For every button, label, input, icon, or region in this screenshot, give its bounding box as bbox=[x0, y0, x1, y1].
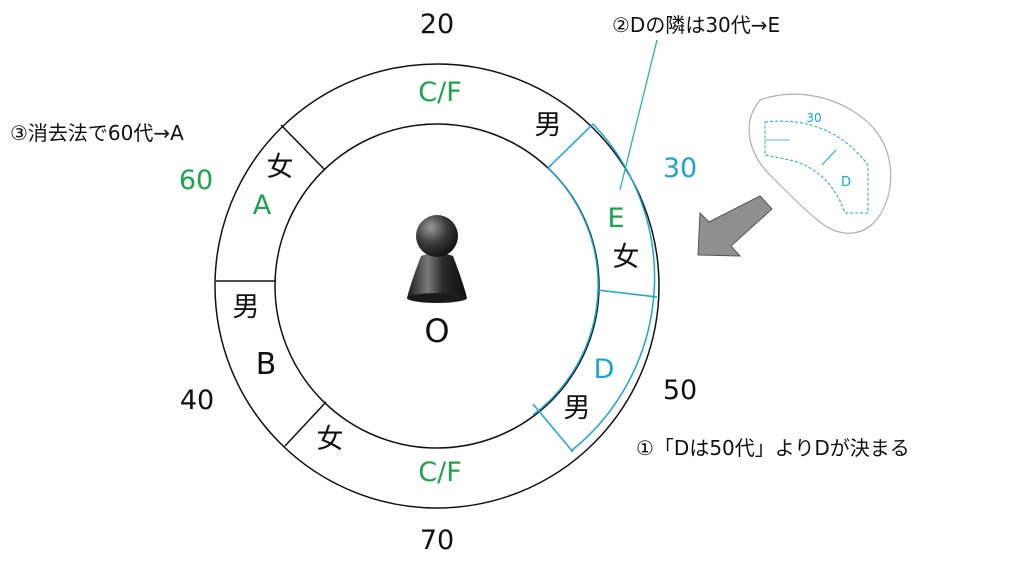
age-label-right: 50 bbox=[663, 375, 697, 406]
gray-arrow-icon bbox=[697, 195, 773, 257]
divider-bottom-left bbox=[284, 401, 327, 447]
age-label-top-right: 30 bbox=[663, 153, 697, 184]
seat-d-letter: D bbox=[594, 354, 615, 385]
seat-a-letter: A bbox=[253, 190, 272, 221]
divider-bottom-right bbox=[532, 403, 574, 453]
age-label-top: 20 bbox=[420, 9, 454, 40]
outer-ring bbox=[214, 63, 660, 509]
seat-e-gender: 女 bbox=[613, 242, 640, 273]
note-1: ①「Dは50代」よりDが決まる bbox=[636, 436, 910, 460]
center-label: O bbox=[424, 312, 449, 350]
inner-ring bbox=[274, 123, 600, 449]
seat-bottom-left-gender: 女 bbox=[317, 424, 344, 455]
seat-d-gender: 男 bbox=[564, 393, 591, 424]
note2-pointer-line bbox=[619, 39, 658, 191]
seat-b-letter: B bbox=[256, 347, 277, 382]
inset-letter: D bbox=[841, 175, 851, 190]
seat-e-letter: E bbox=[607, 203, 624, 234]
inset-number: 30 bbox=[806, 111, 821, 125]
age-label-top-left: 60 bbox=[179, 165, 213, 196]
seat-a-gender: 女 bbox=[267, 152, 294, 183]
seat-top-right-gender: 男 bbox=[535, 110, 562, 141]
inset-shape bbox=[748, 93, 892, 234]
divider-top-left bbox=[280, 124, 326, 171]
highlight-arc-outer bbox=[570, 123, 656, 452]
divider-right bbox=[596, 289, 658, 298]
age-label-left: 40 bbox=[180, 385, 214, 416]
highlight-arc-inner bbox=[532, 167, 599, 416]
note-3: ③消去法で60代→A bbox=[10, 121, 184, 145]
seat-bottom-group: C/F bbox=[418, 457, 461, 488]
seat-top-group: C/F bbox=[418, 77, 461, 108]
pawn-icon bbox=[407, 215, 467, 303]
seat-b-gender: 男 bbox=[233, 292, 260, 323]
note-2: ②Dの隣は30代→E bbox=[612, 13, 780, 37]
age-label-bottom: 70 bbox=[420, 525, 454, 556]
divider-top-right bbox=[547, 123, 594, 169]
